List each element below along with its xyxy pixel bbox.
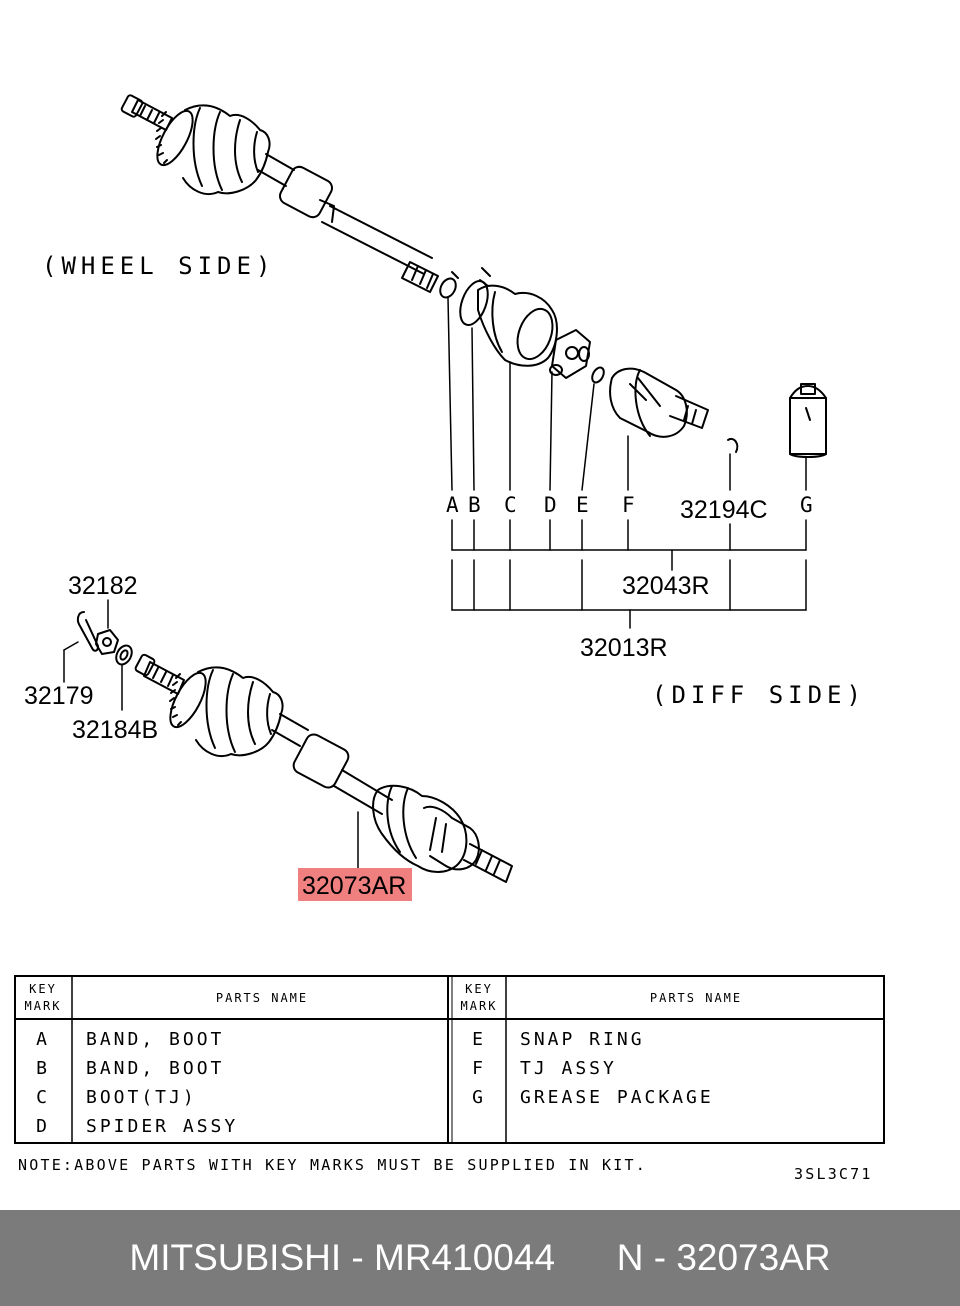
brand-part-number: MITSUBISHI - MR410044	[129, 1237, 556, 1278]
parts-table	[14, 975, 885, 1144]
callout-a: A	[446, 493, 459, 517]
callout-g: G	[800, 493, 813, 517]
lower-driveshaft-drawing	[76, 611, 513, 883]
callout-f: F	[622, 493, 635, 517]
header-key-right-2: MARK	[461, 999, 498, 1013]
right-row-name: SNAP RING	[520, 1029, 645, 1050]
diagram-code: 3SL3C71	[794, 1165, 873, 1183]
header-key-left-2: MARK	[25, 999, 62, 1013]
header-parts-right: PARTS NAME	[650, 991, 742, 1005]
header-key-left-1: KEY	[29, 982, 57, 996]
left-row-name: BOOT(TJ)	[86, 1087, 197, 1108]
part-32184b: 32184B	[72, 716, 158, 744]
left-row-name: SPIDER ASSY	[86, 1116, 238, 1137]
callout-lines	[63, 297, 807, 869]
left-row-name: BAND, BOOT	[86, 1058, 224, 1079]
diff-side-label: (DIFF SIDE)	[652, 681, 866, 709]
left-row-key: C	[36, 1087, 50, 1108]
left-row-key: B	[36, 1058, 50, 1079]
table-note: NOTE:ABOVE PARTS WITH KEY MARKS MUST BE …	[18, 1156, 647, 1174]
left-row-name: BAND, BOOT	[86, 1029, 224, 1050]
callout-c: C	[504, 493, 517, 517]
callout-d: D	[544, 493, 557, 517]
right-row-key: G	[472, 1087, 486, 1108]
callout-b: B	[468, 493, 481, 517]
footer-bar: MITSUBISHI - MR410044 N - 32073AR	[0, 1210, 960, 1306]
part-32013r: 32013R	[580, 634, 668, 662]
part-32182: 32182	[68, 572, 138, 600]
header-parts-left: PARTS NAME	[216, 991, 308, 1005]
highlight-box	[298, 868, 412, 901]
part-32179: 32179	[24, 682, 94, 710]
upper-driveshaft-drawing	[120, 94, 827, 458]
right-row-key: F	[472, 1058, 486, 1079]
right-row-key: E	[472, 1029, 486, 1050]
right-row-name: GREASE PACKAGE	[520, 1087, 714, 1108]
wheel-side-label: (WHEEL SIDE)	[42, 252, 275, 280]
callout-e: E	[576, 493, 589, 517]
oem-part-number: N - 32073AR	[616, 1237, 831, 1278]
left-row-key: A	[36, 1029, 50, 1050]
part-32073ar: 32073AR	[302, 872, 406, 900]
right-row-name: TJ ASSY	[520, 1058, 617, 1079]
part-32194c: 32194C	[680, 496, 768, 524]
part-32043r: 32043R	[622, 572, 710, 600]
header-key-right-1: KEY	[465, 982, 493, 996]
footer-spacer	[555, 1237, 617, 1279]
left-row-key: D	[36, 1116, 50, 1137]
